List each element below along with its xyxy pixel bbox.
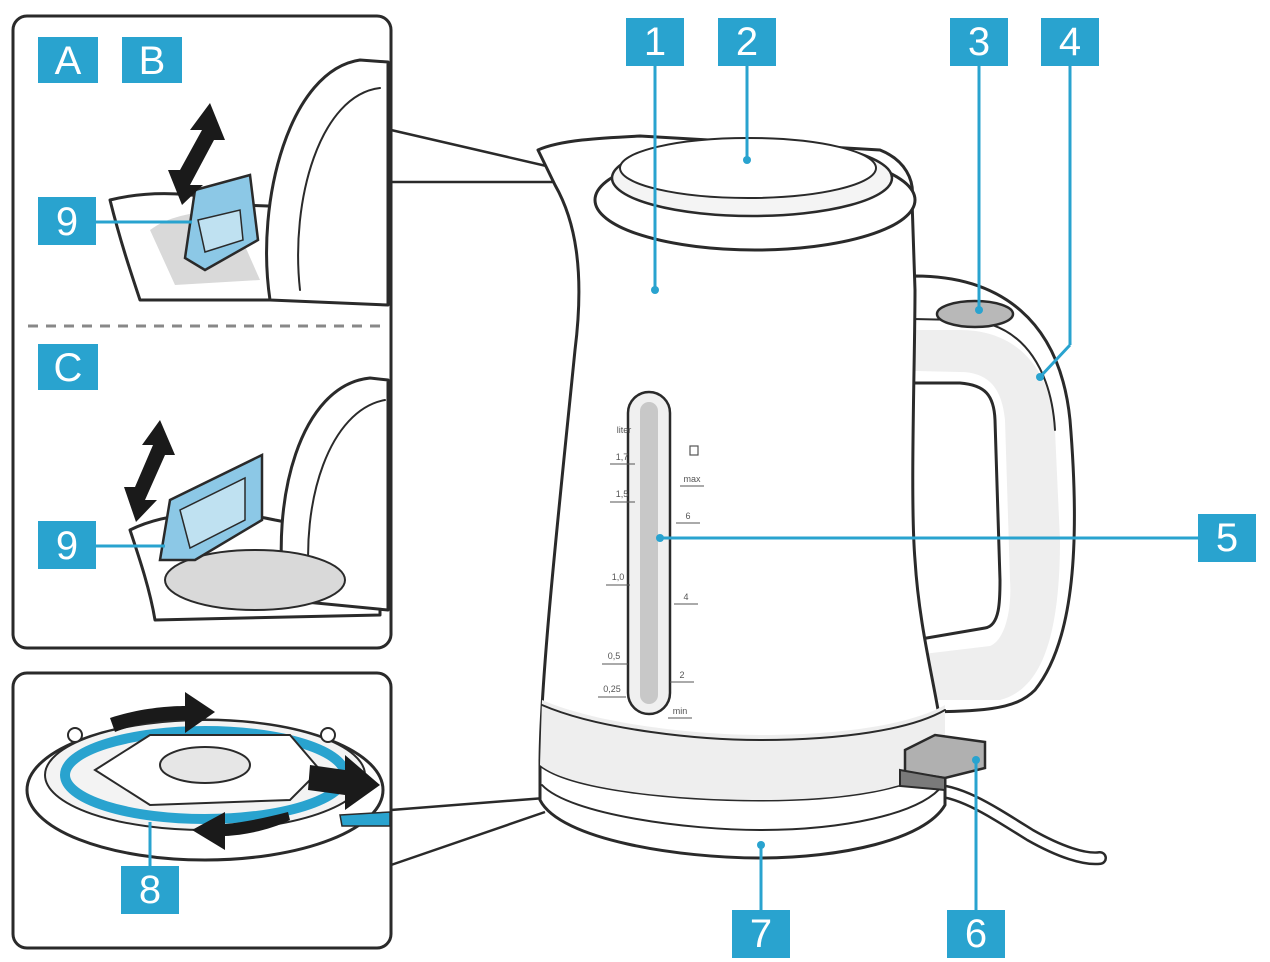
double-arrow-icon (168, 103, 225, 205)
svg-text:liter: liter (617, 425, 632, 435)
svg-text:2: 2 (736, 20, 758, 64)
water-scale: liter 1,7 1,5 1,0 0,5 0,25 max 6 4 2 min (598, 425, 704, 719)
svg-text:6: 6 (965, 912, 987, 956)
svg-text:0,25: 0,25 (603, 684, 621, 694)
inset-connectors (390, 128, 556, 867)
svg-text:6: 6 (685, 511, 690, 521)
switch-button-icon (935, 299, 1015, 329)
label-part-5: 5 (1198, 514, 1256, 562)
double-arrow-icon (124, 420, 175, 522)
svg-text:C: C (54, 346, 83, 390)
filter-closed-illustration (108, 58, 390, 307)
cup-icon (689, 445, 699, 456)
svg-text:7: 7 (750, 912, 772, 956)
svg-text:B: B (139, 39, 166, 83)
filter-open-illustration (128, 376, 390, 622)
label-part-8: 8 (121, 866, 179, 914)
svg-text:5: 5 (1216, 516, 1238, 560)
label-part-4: 4 (1041, 18, 1099, 66)
label-part-3: 3 (950, 18, 1008, 66)
filter-inset-panel: A B 9 C 9 (11, 14, 393, 650)
callout-lines (651, 66, 1198, 910)
kettle-illustration (536, 134, 1107, 866)
label-part-9-top: 9 (38, 197, 96, 245)
svg-text:4: 4 (683, 592, 688, 602)
base-inset-panel: 8 (11, 671, 393, 950)
svg-text:0,5: 0,5 (608, 651, 621, 661)
rotate-arrow-icon (110, 692, 215, 733)
rotate-arrow-icon (192, 812, 290, 850)
power-switch (899, 733, 987, 792)
label-part-1: 1 (626, 18, 684, 66)
label-part-6: 6 (947, 910, 1005, 958)
label-tag-b: B (122, 37, 182, 83)
rotate-arrow-icon (308, 755, 380, 810)
svg-text:A: A (55, 39, 82, 83)
svg-text:2: 2 (679, 670, 684, 680)
svg-text:1,7: 1,7 (616, 452, 629, 462)
svg-text:1,5: 1,5 (616, 489, 629, 499)
svg-text:max: max (683, 474, 701, 484)
svg-text:min: min (673, 706, 688, 716)
label-part-7: 7 (732, 910, 790, 958)
svg-text:4: 4 (1059, 20, 1081, 64)
svg-text:9: 9 (56, 524, 78, 568)
label-part-2: 2 (718, 18, 776, 66)
svg-text:1: 1 (644, 20, 666, 64)
svg-text:1,0: 1,0 (612, 572, 625, 582)
label-tag-a: A (38, 37, 98, 83)
svg-text:8: 8 (139, 868, 161, 912)
svg-text:9: 9 (56, 200, 78, 244)
label-part-9-bottom: 9 (38, 521, 96, 569)
svg-text:3: 3 (968, 20, 990, 64)
label-tag-c: C (38, 344, 98, 390)
